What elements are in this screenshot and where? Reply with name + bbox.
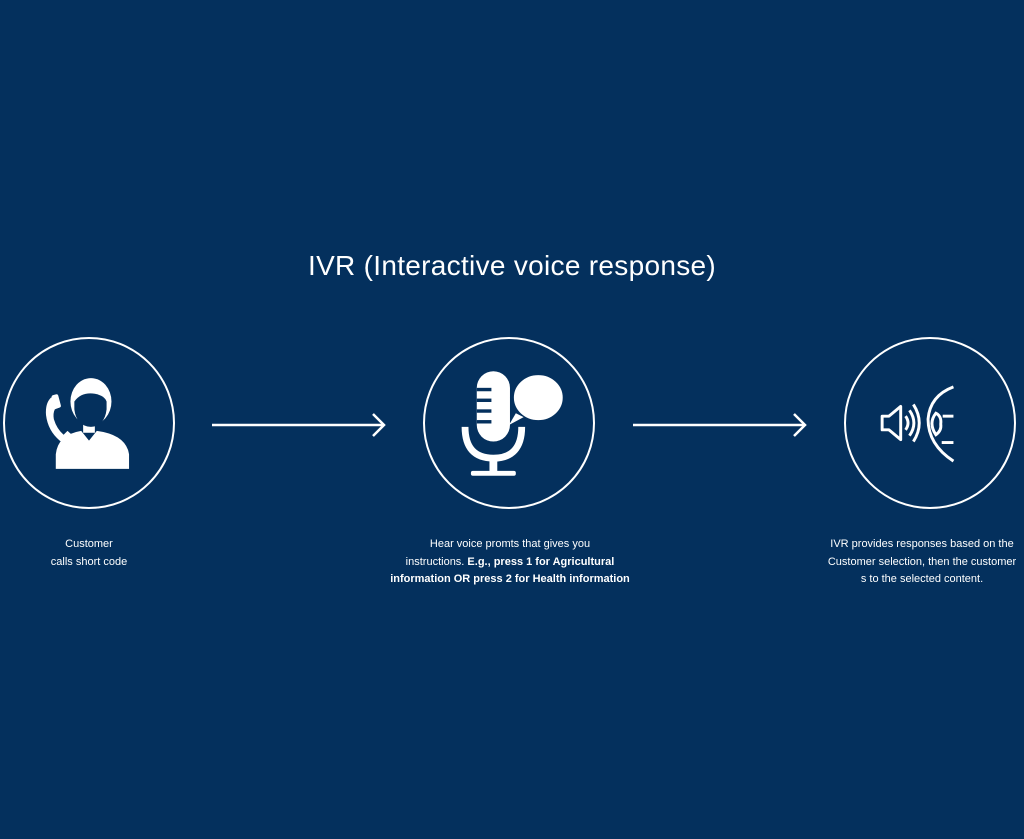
step-3-caption-line: Customer selection, then the customer xyxy=(827,555,1017,568)
step-2-caption: Hear voice promts that gives you instruc… xyxy=(380,536,640,589)
arrow-right-icon xyxy=(633,413,807,437)
step-2-caption-line: information OR press 2 for Health inform… xyxy=(380,571,640,589)
step-2-caption-plain: instructions. xyxy=(405,555,468,568)
step-3-caption: IVR provides responses based on the Cust… xyxy=(804,536,1024,589)
person-phone-icon xyxy=(45,378,130,469)
step-2-circle xyxy=(423,337,595,509)
step-2-caption-bold: information OR press 2 for Health inform… xyxy=(390,573,630,585)
step-3-caption-line: IVR provides responses based on the xyxy=(830,538,1014,550)
diagram-title: IVR (Interactive voice response) xyxy=(308,250,716,281)
step-2-caption-bold: E.g., press 1 for Agricultural xyxy=(467,555,615,568)
step-1-caption-line: calls short code xyxy=(50,555,128,568)
step-1-circle xyxy=(3,337,175,509)
microphone-speech-icon xyxy=(461,371,567,476)
step-3-caption-line: s to the selected content. xyxy=(860,573,984,585)
step-2-caption-line: instructions. E.g., press 1 for Agricult… xyxy=(380,554,640,572)
arrow-right-icon xyxy=(212,413,386,437)
speaker-listener-icon xyxy=(880,385,955,463)
step-1-caption: Customer calls short code xyxy=(28,536,150,571)
step-1-caption-line: Customer xyxy=(65,538,113,550)
step-2-caption-line: Hear voice promts that gives you xyxy=(429,538,591,550)
step-3-circle xyxy=(844,337,1016,509)
